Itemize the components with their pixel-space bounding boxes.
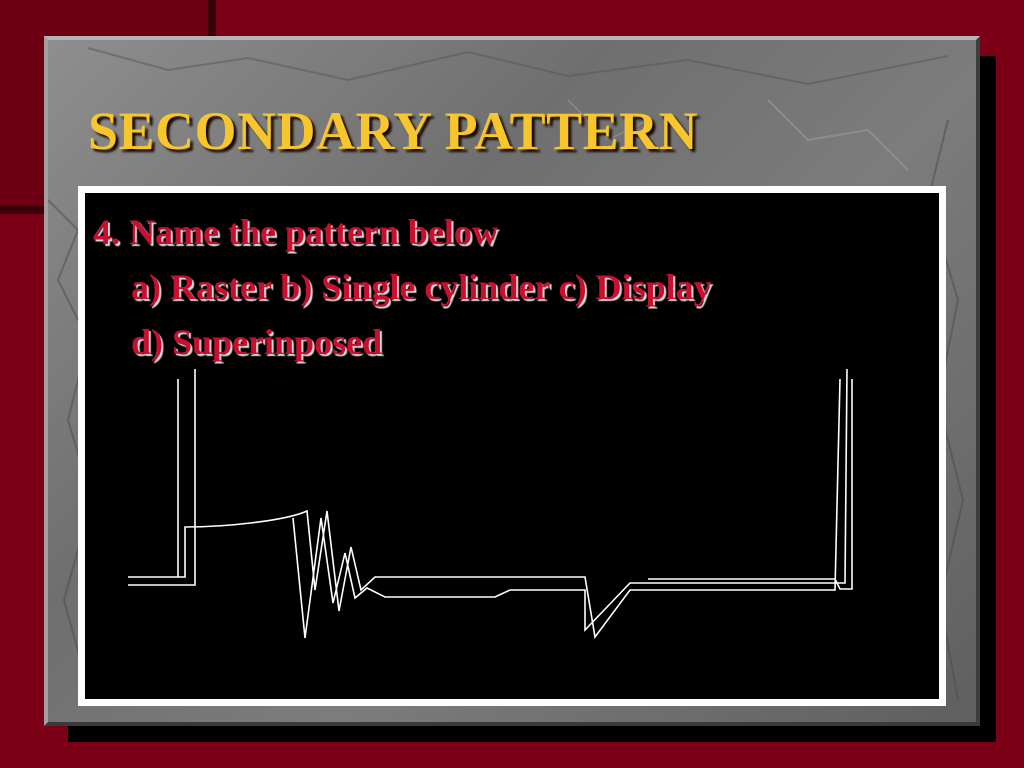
answer-options-row-2: d) Superinposed (131, 322, 383, 362)
slide-title: SECONDARY PATTERN (88, 101, 699, 161)
blackboard: 4. Name the pattern below a) Raster b) S… (78, 186, 946, 706)
secondary-ignition-pattern (128, 368, 853, 639)
pattern-trace-3 (648, 379, 853, 590)
pattern-trace-2 (128, 368, 848, 639)
question-prompt: 4. Name the pattern below (93, 212, 498, 252)
answer-options-row-1: a) Raster b) Single cylinder c) Display (131, 267, 712, 307)
question-block: 4. Name the pattern below a) Raster b) S… (93, 205, 712, 370)
pattern-trace-1 (128, 378, 841, 639)
